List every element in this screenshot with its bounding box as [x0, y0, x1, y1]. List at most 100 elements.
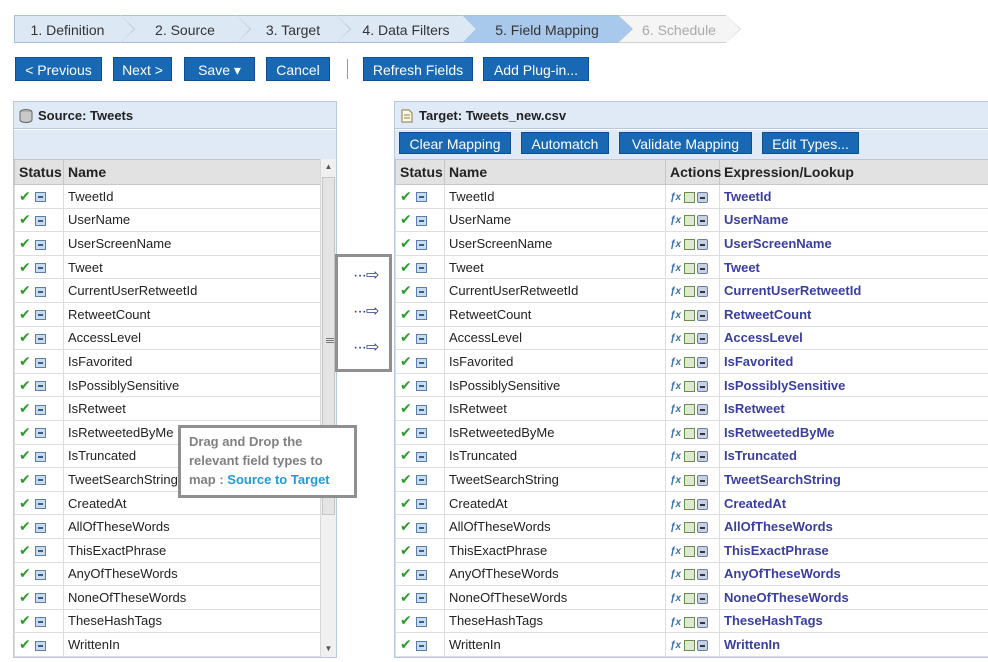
function-icon[interactable]: ƒx: [670, 569, 682, 581]
source-row[interactable]: ✔UserScreenName: [14, 231, 321, 256]
expression-cell[interactable]: AnyOfTheseWords: [719, 561, 988, 587]
lookup-icon[interactable]: [684, 451, 695, 463]
field-name[interactable]: RetweetCount: [63, 301, 321, 327]
expression-cell[interactable]: UserScreenName: [719, 231, 988, 256]
function-icon[interactable]: ƒx: [670, 404, 682, 416]
function-icon[interactable]: ƒx: [670, 427, 682, 439]
remove-icon[interactable]: [697, 286, 708, 298]
lookup-icon[interactable]: [684, 569, 695, 581]
remove-icon[interactable]: [697, 239, 708, 251]
lookup-icon[interactable]: [684, 357, 695, 369]
source-row[interactable]: ✔AllOfTheseWords: [14, 514, 321, 539]
expression-cell[interactable]: AccessLevel: [719, 325, 988, 351]
function-icon[interactable]: ƒx: [670, 286, 682, 298]
refresh-fields-button[interactable]: Refresh Fields: [363, 57, 473, 81]
expression-cell[interactable]: IsRetweet: [719, 396, 988, 421]
expression-cell[interactable]: TweetId: [719, 184, 988, 209]
function-icon[interactable]: ƒx: [670, 592, 682, 604]
cancel-button[interactable]: Cancel: [266, 57, 330, 81]
lookup-icon[interactable]: [684, 309, 695, 321]
remove-icon[interactable]: [697, 404, 708, 416]
source-scrollbar[interactable]: ▲ ▼: [320, 159, 336, 657]
source-row[interactable]: ✔TheseHashTags: [14, 608, 321, 634]
function-icon[interactable]: ƒx: [670, 239, 682, 251]
field-name[interactable]: WrittenIn: [63, 632, 321, 657]
scroll-down-icon[interactable]: ▼: [324, 644, 333, 653]
remove-icon[interactable]: [697, 640, 708, 652]
step-target[interactable]: 3. Target: [236, 15, 351, 43]
source-row[interactable]: ✔Tweet: [14, 254, 321, 280]
scroll-up-icon[interactable]: ▲: [324, 162, 333, 171]
expression-cell[interactable]: NoneOfTheseWords: [719, 585, 988, 610]
field-name[interactable]: Tweet: [63, 254, 321, 280]
source-row[interactable]: ✔IsFavorited: [14, 349, 321, 374]
source-row[interactable]: ✔IsPossiblySensitive: [14, 372, 321, 398]
field-name[interactable]: TheseHashTags: [63, 608, 321, 634]
source-row[interactable]: ✔CurrentUserRetweetId: [14, 278, 321, 303]
field-name[interactable]: IsRetweet: [63, 396, 321, 421]
expression-cell[interactable]: TheseHashTags: [719, 608, 988, 634]
clear-mapping-button[interactable]: Clear Mapping: [399, 132, 511, 154]
automatch-button[interactable]: Automatch: [521, 132, 609, 154]
expression-cell[interactable]: IsTruncated: [719, 443, 988, 469]
function-icon[interactable]: ƒx: [670, 545, 682, 557]
field-name[interactable]: NoneOfTheseWords: [63, 585, 321, 610]
expression-cell[interactable]: TweetSearchString: [719, 467, 988, 492]
function-icon[interactable]: ƒx: [670, 309, 682, 321]
remove-icon[interactable]: [697, 522, 708, 534]
validate-mapping-button[interactable]: Validate Mapping: [619, 132, 752, 154]
function-icon[interactable]: ƒx: [670, 380, 682, 392]
lookup-icon[interactable]: [684, 380, 695, 392]
remove-icon[interactable]: [697, 309, 708, 321]
function-icon[interactable]: ƒx: [670, 498, 682, 510]
source-row[interactable]: ✔RetweetCount: [14, 301, 321, 327]
lookup-icon[interactable]: [684, 404, 695, 416]
lookup-icon[interactable]: [684, 522, 695, 534]
expression-cell[interactable]: CurrentUserRetweetId: [719, 278, 988, 303]
add-plugin-button[interactable]: Add Plug-in...: [483, 57, 589, 81]
remove-icon[interactable]: [697, 616, 708, 628]
remove-icon[interactable]: [697, 333, 708, 345]
expression-cell[interactable]: AllOfTheseWords: [719, 514, 988, 539]
source-row[interactable]: ✔ThisExactPhrase: [14, 537, 321, 563]
source-row[interactable]: ✔WrittenIn: [14, 632, 321, 657]
remove-icon[interactable]: [697, 451, 708, 463]
step-field-mapping[interactable]: 5. Field Mapping: [462, 15, 633, 43]
source-row[interactable]: ✔AccessLevel: [14, 325, 321, 351]
expression-cell[interactable]: CreatedAt: [719, 490, 988, 516]
lookup-icon[interactable]: [684, 592, 695, 604]
source-row[interactable]: ✔AnyOfTheseWords: [14, 561, 321, 587]
expression-cell[interactable]: IsPossiblySensitive: [719, 372, 988, 398]
field-name[interactable]: TweetId: [63, 184, 321, 209]
lookup-icon[interactable]: [684, 427, 695, 439]
function-icon[interactable]: ƒx: [670, 640, 682, 652]
expression-cell[interactable]: UserName: [719, 207, 988, 233]
expression-cell[interactable]: Tweet: [719, 254, 988, 280]
lookup-icon[interactable]: [684, 333, 695, 345]
expression-cell[interactable]: IsFavorited: [719, 349, 988, 374]
field-name[interactable]: ThisExactPhrase: [63, 537, 321, 563]
lookup-icon[interactable]: [684, 474, 695, 486]
function-icon[interactable]: ƒx: [670, 215, 682, 227]
field-name[interactable]: IsPossiblySensitive: [63, 372, 321, 398]
remove-icon[interactable]: [697, 262, 708, 274]
field-name[interactable]: AllOfTheseWords: [63, 514, 321, 539]
remove-icon[interactable]: [697, 191, 708, 203]
lookup-icon[interactable]: [684, 286, 695, 298]
previous-button[interactable]: < Previous: [15, 57, 102, 81]
expression-cell[interactable]: WrittenIn: [719, 632, 988, 657]
source-row[interactable]: ✔NoneOfTheseWords: [14, 585, 321, 610]
function-icon[interactable]: ƒx: [670, 616, 682, 628]
lookup-icon[interactable]: [684, 262, 695, 274]
step-definition[interactable]: 1. Definition: [14, 15, 135, 43]
lookup-icon[interactable]: [684, 191, 695, 203]
expression-cell[interactable]: RetweetCount: [719, 301, 988, 327]
